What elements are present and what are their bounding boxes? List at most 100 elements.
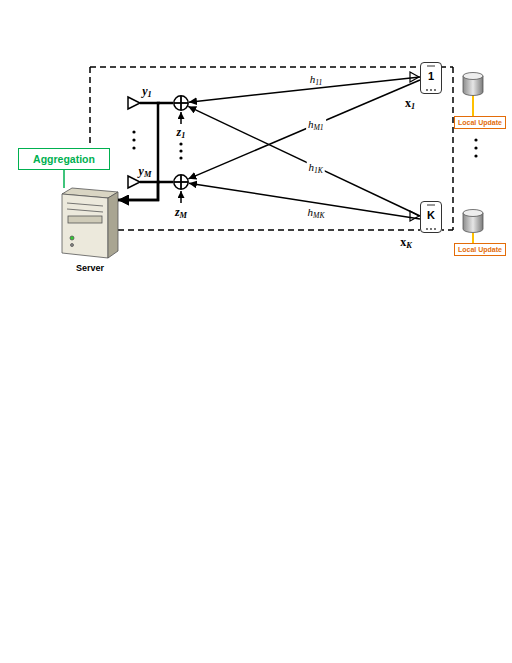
subscript: K (406, 241, 412, 250)
database-icon (463, 73, 483, 117)
symbol-letter: h (308, 118, 314, 130)
phone-dot (434, 89, 436, 91)
symbol-letter: y (139, 164, 144, 178)
symbol-letter: x (405, 96, 411, 110)
symbol-letter: h (307, 206, 313, 218)
phone-speaker (427, 65, 435, 66)
subscript: 1 (181, 131, 185, 140)
dashed-edge (452, 67, 454, 230)
dashed-edge (118, 229, 453, 231)
phone-body (420, 201, 442, 233)
channel-label: hM1 (306, 118, 326, 130)
symbol-letter: y (142, 84, 147, 98)
phone-icon (410, 201, 442, 233)
channel-arrow (188, 106, 420, 216)
node-text: y1 (142, 84, 152, 99)
subscript: M1 (313, 124, 323, 133)
node-text: Server (76, 263, 104, 273)
subscript: MK (313, 211, 325, 220)
symbol-letter: x (400, 235, 406, 249)
dot (179, 142, 182, 145)
subscript: 1 (148, 90, 152, 99)
dot (132, 130, 135, 133)
channel-arrow (188, 80, 420, 179)
channel-arrow (189, 183, 420, 219)
server-front (62, 194, 108, 258)
channel-label: hMK (305, 206, 326, 218)
plus-stroke (174, 102, 188, 104)
node-text: Aggregation (33, 154, 95, 165)
symbol-letter: h (308, 161, 314, 173)
button (71, 244, 74, 247)
channel-arrow (189, 77, 420, 102)
local-update-box: Local Update (454, 116, 506, 129)
phone-dot (430, 228, 432, 230)
channel-label: h11 (308, 73, 325, 85)
aggregation-box: Aggregation (18, 148, 110, 170)
link-wire (472, 233, 474, 243)
node-text: Local Update (458, 119, 502, 126)
dot (179, 149, 182, 152)
noise-label: z1 (176, 125, 187, 140)
channel-label: h1K (306, 161, 324, 173)
drive-bay (68, 216, 102, 223)
symbol-letter: z (177, 125, 182, 139)
dot (474, 138, 477, 141)
adder-node: yM (173, 174, 189, 190)
signal-label: x1 (404, 96, 416, 111)
phone-speaker (427, 204, 435, 205)
dot (132, 138, 135, 141)
antenna-symbol (128, 176, 140, 188)
symbol-letter: h (310, 73, 316, 85)
node-text: 1 (428, 71, 434, 82)
dashed-edge (89, 67, 91, 147)
antenna-symbol (128, 97, 140, 109)
user-device: K (420, 201, 442, 233)
link-wire (472, 95, 474, 116)
user-device: 1 (420, 62, 442, 94)
subscript: 11 (315, 79, 322, 88)
dashed-region (90, 67, 453, 230)
connectors (64, 77, 420, 219)
noise-arrow (180, 112, 182, 124)
plus-stroke (174, 181, 188, 183)
phone-dot (430, 89, 432, 91)
adder-symbol (173, 174, 189, 190)
drive-slot (67, 209, 103, 212)
phone-dot (434, 228, 436, 230)
server-side (108, 192, 118, 258)
phone-dot (426, 89, 428, 91)
ellipsis-dots (132, 130, 477, 159)
link-line (63, 170, 65, 188)
phone-body (420, 62, 442, 94)
phone-dot (426, 228, 428, 230)
dot (474, 146, 477, 149)
node-text: Local Update (458, 246, 502, 253)
power-light (70, 236, 74, 240)
node-text: K (427, 210, 435, 221)
subscript: 1K (314, 166, 323, 175)
database-icon (463, 210, 483, 244)
adder-node: y1 (173, 95, 189, 111)
adder-circle (174, 175, 188, 189)
server-node: Server (62, 188, 118, 258)
subscript: M (180, 211, 187, 220)
dot (474, 154, 477, 157)
drive-slot (67, 203, 103, 206)
signal-label: xK (399, 235, 413, 250)
dot (132, 146, 135, 149)
adder-circle (174, 96, 188, 110)
dashed-edge (90, 66, 453, 68)
node-text: yM (139, 164, 152, 179)
cylinder-top (463, 73, 483, 80)
signal-bus (118, 103, 173, 200)
dot (179, 156, 182, 159)
local-update-box: Local Update (454, 243, 506, 256)
cylinder-top (463, 210, 483, 217)
subscript: M (144, 170, 151, 179)
noise-arrow (180, 191, 182, 203)
noise-label: zM (174, 205, 188, 220)
subscript: 1 (411, 102, 415, 111)
